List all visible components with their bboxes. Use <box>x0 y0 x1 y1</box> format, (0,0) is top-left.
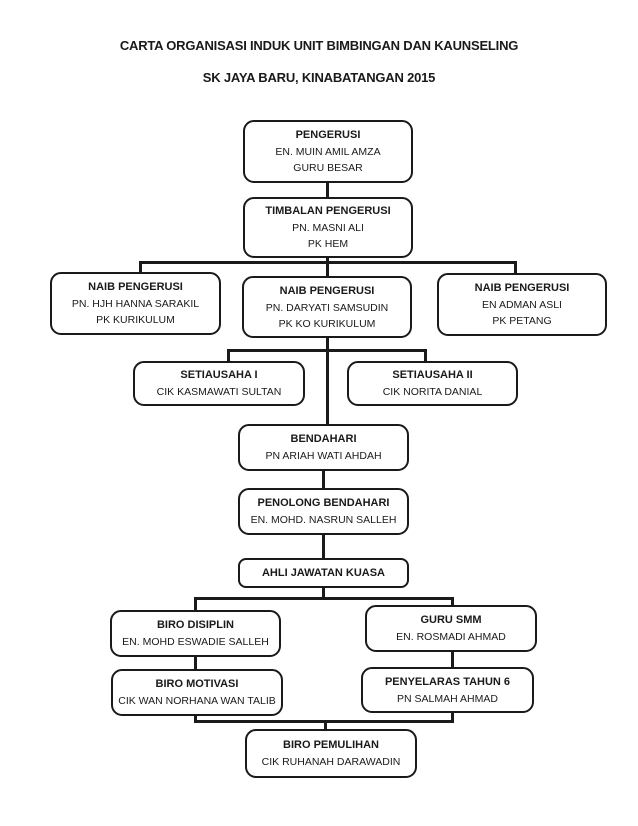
node-title: NAIB PENGERUSI <box>279 284 375 297</box>
connector-elbow-naib-left <box>139 261 142 273</box>
node-person: PN. DARYATI SAMSUDIN <box>265 301 389 314</box>
connector-biro-horizontal <box>194 597 454 600</box>
org-node-guru-smm: GURU SMM EN. ROSMADI AHMAD <box>365 605 537 652</box>
connector-setiausaha-horizontal <box>227 349 427 352</box>
node-role: GURU BESAR <box>293 162 363 174</box>
connector-penolong-ajk <box>322 534 325 559</box>
org-node-naib-pengerusi-1: NAIB PENGERUSI PN. HJH HANNA SARAKIL PK … <box>50 272 221 335</box>
node-role: PK KO KURIKULUM <box>278 317 376 330</box>
org-node-biro-disiplin: BIRO DISIPLIN EN. MOHD ESWADIE SALLEH <box>110 610 281 657</box>
node-title: BENDAHARI <box>290 433 357 445</box>
node-person: CIK RUHANAH DARAWADIN <box>261 756 401 768</box>
node-role: PK KURIKULUM <box>96 314 175 326</box>
node-person: EN. MUIN AMIL AMZA <box>275 146 381 158</box>
node-title: BIRO PEMULIHAN <box>283 739 379 751</box>
node-person: PN. HJH HANNA SARAKIL <box>71 298 200 310</box>
connector-naib-horizontal <box>139 261 517 264</box>
connector-elbow-disiplin <box>194 597 197 611</box>
connector-timbalan-down <box>326 257 329 277</box>
node-title: NAIB PENGERUSI <box>88 281 183 293</box>
connector-pemulihan-down <box>324 720 327 730</box>
connector-naib2-bendahari <box>326 337 329 426</box>
node-title: SETIAUSAHA II <box>392 369 473 381</box>
connector-elbow-setiausaha2 <box>424 349 427 362</box>
node-title: PENGERUSI <box>295 129 361 141</box>
org-node-penolong-bendahari: PENOLONG BENDAHARI EN. MOHD. NASRUN SALL… <box>238 488 409 535</box>
node-person: PN SALMAH AHMAD <box>397 692 498 705</box>
node-person: PN. MASNI ALI <box>292 222 364 234</box>
connector-motivasi-down <box>194 715 197 723</box>
connector-bendahari-penolong <box>322 470 325 489</box>
node-title: PENOLONG BENDAHARI <box>257 497 390 509</box>
connector-elbow-smm <box>451 597 454 606</box>
node-title: BIRO MOTIVASI <box>155 678 239 690</box>
node-person: CIK WAN NORHANA WAN TALIB <box>118 695 276 707</box>
node-person: CIK KASMAWATI SULTAN <box>156 386 282 398</box>
node-title: GURU SMM <box>420 614 482 626</box>
connector-elbow-naib-right <box>514 261 517 274</box>
node-title: PENYELARAS TAHUN 6 <box>384 675 511 688</box>
node-person: EN. ROSMADI AHMAD <box>396 631 506 643</box>
org-node-naib-pengerusi-2: NAIB PENGERUSI PN. DARYATI SAMSUDIN PK K… <box>242 276 412 338</box>
connector-ajk-down <box>322 586 325 600</box>
node-title: BIRO DISIPLIN <box>156 619 234 631</box>
node-title: NAIB PENGERUSI <box>474 282 570 294</box>
page-title-line2: SK JAYA BARU, KINABATANGAN 2015 <box>202 70 436 85</box>
node-person: CIK NORITA DANIAL <box>382 386 483 398</box>
node-person: PN ARIAH WATI AHDAH <box>265 450 382 462</box>
org-node-ahli-jawatan-kuasa: AHLI JAWATAN KUASA <box>238 558 409 588</box>
connector-elbow-setiausaha1 <box>227 349 230 362</box>
node-person: EN. MOHD ESWADIE SALLEH <box>122 636 269 648</box>
page-title-line1: CARTA ORGANISASI INDUK UNIT BIMBINGAN DA… <box>119 38 519 53</box>
node-role: PK PETANG <box>492 315 552 327</box>
org-node-pengerusi: PENGERUSI EN. MUIN AMIL AMZA GURU BESAR <box>243 120 413 183</box>
node-title: AHLI JAWATAN KUASA <box>261 566 386 579</box>
connector-pengerusi-timbalan <box>326 182 329 198</box>
org-node-penyelaras-tahun-6: PENYELARAS TAHUN 6 PN SALMAH AHMAD <box>361 667 534 713</box>
connector-disiplin-motivasi <box>194 656 197 670</box>
org-node-timbalan-pengerusi: TIMBALAN PENGERUSI PN. MASNI ALI PK HEM <box>243 197 413 258</box>
org-node-biro-pemulihan: BIRO PEMULIHAN CIK RUHANAH DARAWADIN <box>245 729 417 778</box>
node-person: EN ADMAN ASLI <box>482 299 562 311</box>
org-node-bendahari: BENDAHARI PN ARIAH WATI AHDAH <box>238 424 409 471</box>
org-node-naib-pengerusi-3: NAIB PENGERUSI EN ADMAN ASLI PK PETANG <box>437 273 607 336</box>
node-person: EN. MOHD. NASRUN SALLEH <box>250 514 397 526</box>
node-title: TIMBALAN PENGERUSI <box>265 205 391 217</box>
org-node-setiausaha-2: SETIAUSAHA II CIK NORITA DANIAL <box>347 361 518 406</box>
node-role: PK HEM <box>307 238 349 250</box>
org-node-setiausaha-1: SETIAUSAHA I CIK KASMAWATI SULTAN <box>133 361 305 406</box>
connector-penyelaras-down <box>451 712 454 723</box>
org-node-biro-motivasi: BIRO MOTIVASI CIK WAN NORHANA WAN TALIB <box>111 669 283 716</box>
connector-smm-penyelaras <box>451 651 454 668</box>
node-title: SETIAUSAHA I <box>180 369 258 381</box>
